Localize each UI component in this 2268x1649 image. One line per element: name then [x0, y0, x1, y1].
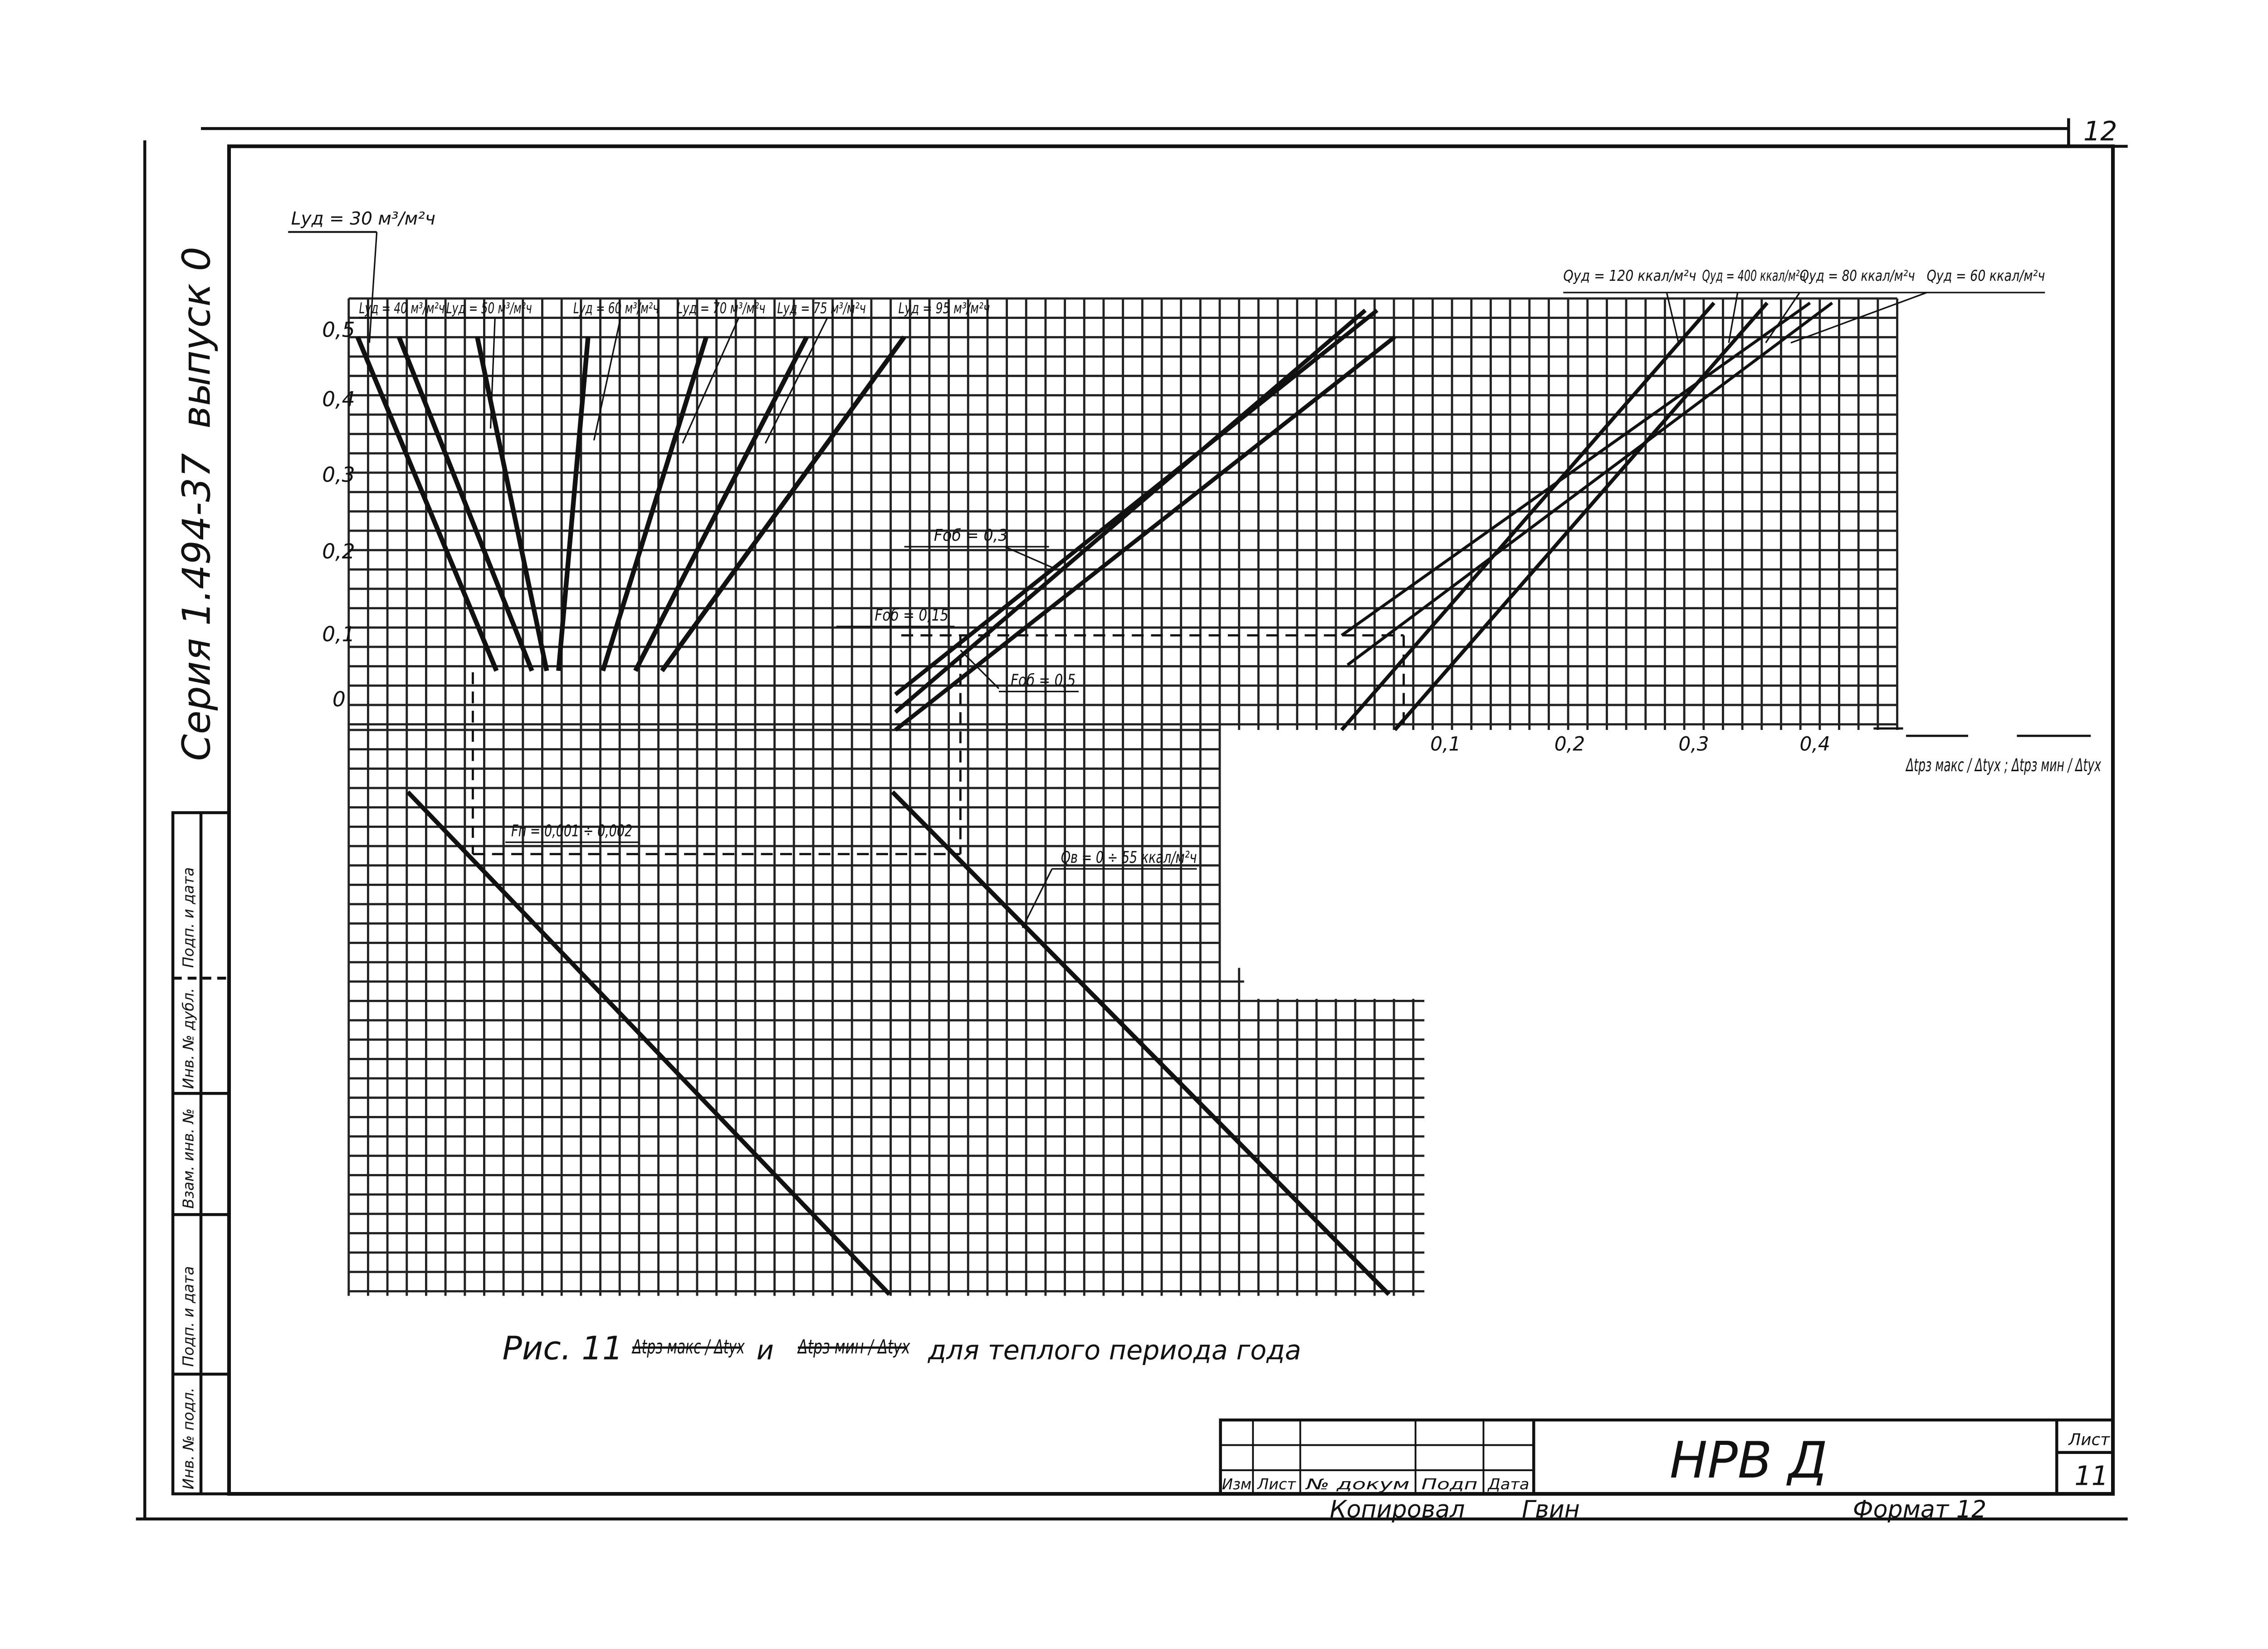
f-series-labels: Fоб = 0,3 Fоб = 0,15 Fоб = 0,5: [836, 526, 1079, 692]
figure-caption: Рис. 11 Δtрз макс / Δtух и Δtрз мин / Δt…: [503, 1329, 1301, 1367]
stamp-vzam-inv: Взам. инв. №: [180, 1108, 197, 1209]
label-qv: Qв = 0 ÷ 55 ккал/м²ч: [1061, 848, 1197, 867]
document-designation: НРВ Д: [1670, 1431, 1828, 1490]
header-dokum: № докум: [1305, 1476, 1410, 1493]
line-f015: [894, 308, 1367, 714]
x-tick-label: 0,3: [1678, 733, 1709, 755]
label-f03: Fоб = 0,3: [934, 526, 1008, 545]
stamp-podp-data-2: Подп. и дата: [180, 867, 197, 968]
header-izm: Изм: [1222, 1476, 1251, 1493]
label-q400: Qуд = 400 ккал/м²ч: [1702, 267, 1806, 284]
y-tick-label: 0,1: [322, 622, 355, 646]
caption-conj: и: [757, 1335, 774, 1366]
label-f015: Fоб = 0,15: [875, 606, 948, 625]
copier-name: Гвин: [1522, 1496, 1580, 1523]
y-tick-label: 0,5: [322, 318, 355, 342]
label-l75: Lуд = 75 м³/м²ч: [777, 300, 865, 317]
page-number-box: 12: [2067, 116, 2128, 148]
header-list: Лист: [1257, 1476, 1296, 1493]
l-series-lines: [355, 335, 906, 672]
grid-lower: [347, 729, 1425, 1296]
title-block: [1219, 1418, 2115, 1496]
x-tick-label: 0,2: [1554, 733, 1585, 755]
construction-lines: [471, 634, 1405, 856]
l-series-line-2: [475, 336, 549, 671]
y-tick-label: 0,2: [322, 539, 355, 563]
side-stamp: [171, 811, 231, 1496]
title-block-headers: Изм Лист № докум Подп Дата: [1222, 1476, 1530, 1493]
y-axis-ticks: 0 0,1 0,2 0,3 0,4 0,5: [322, 318, 355, 711]
label-l70: Lуд = 70 м³/м²ч: [677, 300, 765, 317]
side-stamp-labels: Инв. № подл. Подп. и дата Взам. инв. № И…: [180, 867, 197, 1490]
label-l40: Lуд = 40 м³/м²ч: [359, 300, 445, 317]
q-series-labels: Qуд = 120 ккал/м²ч Qуд = 400 ккал/м²ч Qу…: [1563, 267, 2045, 344]
q-series-lines: [1340, 302, 1833, 731]
stamp-inv-dubl: Инв. № дубл.: [180, 988, 197, 1089]
y-tick-label: 0: [332, 687, 346, 711]
y-tick-label: 0,4: [322, 387, 355, 411]
label-l60: Lуд = 60 м³/м²ч: [573, 300, 659, 317]
line-fp: [406, 790, 891, 1296]
copied-by-label: Копировал: [1330, 1496, 1465, 1523]
caption-suffix: для теплого периода года: [928, 1335, 1301, 1366]
x-axis-label-group: Δtрз макс / Δtух ; Δtрз мин / Δtух: [1873, 727, 2102, 776]
nomogram-grid: [347, 297, 1898, 1296]
l-series-line-4: [601, 336, 709, 672]
label-f05: Fоб = 0,5: [1011, 671, 1075, 690]
stamp-podp-data-1: Подп. и дата: [180, 1266, 197, 1367]
line-qv: [891, 790, 1391, 1296]
format-text: Формат 12: [1853, 1496, 1986, 1523]
label-l30: Lуд = 30 м³/м²ч: [291, 209, 435, 229]
f-series-lines: [894, 308, 1396, 732]
l-series-line-1: [396, 336, 534, 672]
caption-prefix: Рис. 11: [503, 1329, 623, 1367]
l-series-line-0: [355, 336, 499, 672]
issue-label: выпуск 0: [174, 247, 219, 429]
y-tick-label: 0,3: [322, 463, 355, 487]
header-podp: Подп: [1422, 1476, 1478, 1493]
line-q60: [1346, 302, 1833, 666]
line-f05: [894, 335, 1396, 732]
label-fp: Fп = 0,001 ÷ 0,002: [511, 822, 632, 841]
lower-labels: Fп = 0,001 ÷ 0,002 Qв = 0 ÷ 55 ккал/м²ч: [505, 822, 1197, 929]
sheet-number: 11: [2074, 1460, 2108, 1491]
lower-lines: [406, 790, 1391, 1296]
x-axis-label: Δtрз макс / Δtух ; Δtрз мин / Δtух: [1905, 755, 2101, 776]
series-label: Серия 1.494-37: [174, 453, 219, 761]
stamp-inv-podl: Инв. № подл.: [180, 1388, 197, 1490]
x-tick-label: 0,4: [1800, 733, 1830, 755]
line-f03: [894, 308, 1378, 696]
page-number: 12: [2083, 116, 2117, 147]
header-data: Дата: [1487, 1476, 1529, 1493]
l-series-labels: Lуд = 30 м³/м²ч Lуд = 40 м³/м²ч Lуд = 50…: [288, 209, 990, 444]
sheet-label: Лист: [2068, 1431, 2110, 1449]
l-series-line-6: [660, 335, 906, 672]
label-q80: Qуд = 80 ккал/м²ч: [1800, 267, 1915, 284]
line-q80: [1340, 302, 1811, 637]
label-l95: Lуд = 95 м³/м²ч: [899, 300, 990, 317]
l-series-line-3: [556, 337, 591, 671]
line-q400: [1393, 302, 1769, 731]
label-q120: Qуд = 120 ккал/м²ч: [1563, 267, 1696, 284]
l-series-line-5: [633, 336, 809, 672]
x-tick-label: 0,1: [1430, 733, 1461, 755]
label-l50: Lуд = 50 м³/м²ч: [446, 300, 532, 317]
label-q60: Qуд = 60 ккал/м²ч: [1927, 267, 2045, 284]
x-axis-ticks: 0,1 0,2 0,3 0,4: [1430, 733, 1830, 755]
